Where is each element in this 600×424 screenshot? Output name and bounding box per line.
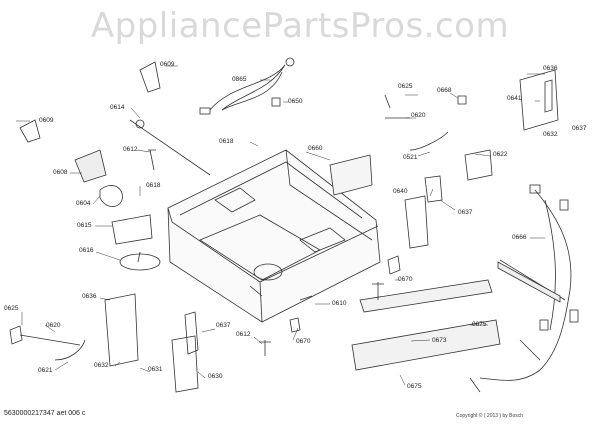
callout-0618-top: 0618 [219,138,234,145]
callout-0660: 0660 [308,145,323,152]
callout-0521: 0521 [403,154,418,161]
callout-0625-bottom: 0625 [4,305,19,312]
callout-0610: 0610 [332,300,347,307]
callout-0670-bottom: 0670 [296,338,311,345]
callout-0631: 0631 [148,366,163,373]
wiring-harness [469,184,579,393]
callout-0609-top: 0609 [160,61,175,68]
callout-0609-left: 0609 [39,117,54,124]
base-tub [167,149,381,323]
watermark: AppliancePartsPros.com [90,6,510,46]
leader-lines [16,65,545,386]
callout-0641: 0641 [507,95,522,102]
callout-0637-top: 0637 [572,125,587,132]
callout-0612-top: 0612 [123,146,138,153]
callout-0621: 0621 [38,367,53,374]
callout-0666: 0666 [512,234,527,241]
kick-panels [351,279,501,371]
callout-0637-mid: 0637 [458,209,473,216]
callout-0604: 0604 [76,200,91,207]
callout-0620-bottom: 0620 [46,322,61,329]
callout-0620-top: 0620 [411,112,426,119]
callout-0632-bottom: 0632 [94,362,109,369]
callout-0637-bottom: 0637 [216,322,231,329]
callout-0636-bottom: 0636 [82,293,97,300]
callout-0673: 0673 [432,337,447,344]
callout-0675-top: 0675 [472,321,487,328]
callout-0670-right: 0670 [398,276,413,283]
callout-0616: 0616 [79,247,94,254]
callout-0636-top: 0636 [543,65,558,72]
callout-0625-top: 0625 [398,83,413,90]
callout-0612-bottom: 0612 [236,331,251,338]
callout-0618-mid: 0618 [146,182,161,189]
callout-0640: 0640 [393,188,408,195]
callout-0608: 0608 [53,169,68,176]
callout-0650: 0650 [288,98,303,105]
callout-0632-top: 0632 [543,131,558,138]
hose-coil [199,57,295,115]
small-parts [9,61,559,393]
callout-0615: 0615 [77,222,92,229]
callout-0668: 0668 [437,87,452,94]
callout-0865: 0865 [232,76,247,83]
part-reference: 5630000217347 aet 006 c [4,410,86,417]
callout-0622: 0622 [493,151,508,158]
callout-0614: 0614 [110,104,125,111]
callout-0630: 0630 [208,373,223,380]
callout-0675-bottom: 0675 [407,383,422,390]
copyright-notice: Copyright © ( 2013 ) by Bosch [456,413,524,419]
